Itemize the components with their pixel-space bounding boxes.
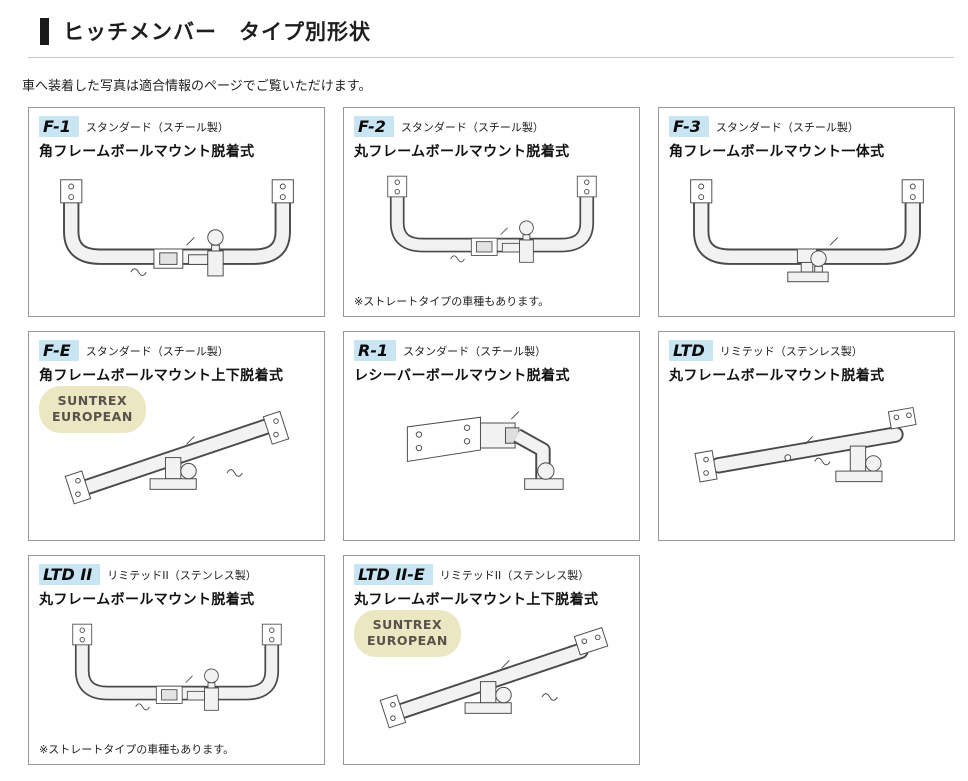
- type-title: 角フレームボールマウント上下脱着式: [39, 368, 284, 385]
- hitch-illustration-fe: [64, 410, 289, 505]
- illustration-area: [354, 385, 629, 535]
- illustration-area: [669, 385, 944, 535]
- hitch-illustration-ltd2: [71, 623, 282, 711]
- illustration-area: [354, 161, 629, 293]
- card-head: LTD II リミテッドII（ステンレス製）: [39, 564, 314, 586]
- type-category: スタンダード（スチール製）: [403, 344, 547, 358]
- type-code-badge: F-1: [39, 116, 79, 138]
- card-head: F-3 スタンダード（スチール製）: [669, 116, 944, 138]
- suntrex-european-badge: SUNTREX EUROPEAN: [39, 386, 146, 433]
- type-code-badge: F-3: [669, 116, 709, 138]
- type-category: リミテッドII（ステンレス製）: [107, 568, 257, 582]
- page-title: ヒッチメンバー タイプ別形状: [63, 20, 371, 44]
- type-category: スタンダード（スチール製）: [85, 344, 229, 358]
- type-title: 丸フレームボールマウント脱着式: [354, 144, 570, 161]
- hitch-illustration-ltd2e: [379, 626, 608, 729]
- type-code-badge: F-E: [39, 340, 79, 362]
- suntrex-line2: EUROPEAN: [367, 633, 448, 649]
- type-code-badge: LTD II: [39, 564, 101, 586]
- type-title: 角フレームボールマウント一体式: [669, 144, 885, 161]
- card-head: LTD II-E リミテッドII（ステンレス製）: [354, 564, 629, 586]
- card-head: F-2 スタンダード（スチール製）: [354, 116, 629, 138]
- type-card-f2: F-2 スタンダード（スチール製） 丸フレームボールマウント脱着式: [343, 107, 640, 317]
- type-code-badge: LTD II-E: [354, 564, 433, 586]
- suntrex-line2: EUROPEAN: [52, 409, 133, 425]
- type-card-fe: F-E スタンダード（スチール製） 角フレームボールマウント上下脱着式 SUNT…: [28, 331, 325, 541]
- illustration-area: [354, 609, 629, 759]
- heading-accent-bar: [40, 17, 49, 45]
- page-header: ヒッチメンバー タイプ別形状: [28, 16, 954, 58]
- type-category: スタンダード（スチール製）: [715, 120, 859, 134]
- type-card-r1: R-1 スタンダード（スチール製） レシーバーボールマウント脱着式: [343, 331, 640, 541]
- illustration-area: [39, 385, 314, 535]
- illustration-area: [39, 161, 314, 311]
- suntrex-line1: SUNTREX: [57, 393, 128, 408]
- type-category: リミテッド（ステンレス製）: [719, 344, 863, 358]
- card-head: R-1 スタンダード（スチール製）: [354, 340, 629, 362]
- card-head: F-1 スタンダード（スチール製）: [39, 116, 314, 138]
- suntrex-line1: SUNTREX: [372, 617, 443, 632]
- type-code-badge: LTD: [669, 340, 713, 362]
- suntrex-european-badge: SUNTREX EUROPEAN: [354, 610, 461, 657]
- type-category: リミテッドII（ステンレス製）: [439, 568, 590, 582]
- illustration-area: [39, 609, 314, 741]
- type-title: レシーバーボールマウント脱着式: [354, 368, 570, 385]
- hitch-illustration-r1: [406, 410, 564, 490]
- card-head: LTD リミテッド（ステンレス製）: [669, 340, 944, 362]
- hitch-illustration-f3: [689, 178, 924, 282]
- type-title: 丸フレームボールマウント脱着式: [669, 368, 885, 385]
- type-card-ltd2e: LTD II-E リミテッドII（ステンレス製） 丸フレームボールマウント上下脱…: [343, 555, 640, 765]
- type-title: 角フレームボールマウント脱着式: [39, 144, 255, 161]
- illustration-area: [669, 161, 944, 311]
- type-code-badge: R-1: [354, 340, 397, 362]
- card-head: F-E スタンダード（スチール製）: [39, 340, 314, 362]
- type-card-f3: F-3 スタンダード（スチール製） 角フレームボールマウント一体式: [658, 107, 955, 317]
- type-card-ltd: LTD リミテッド（ステンレス製） 丸フレームボールマウント脱着式: [658, 331, 955, 541]
- type-category: スタンダード（スチール製）: [85, 120, 229, 134]
- type-category: スタンダード（スチール製）: [400, 120, 544, 134]
- hitch-illustration-f1: [59, 178, 294, 276]
- type-title: 丸フレームボールマウント上下脱着式: [354, 592, 599, 609]
- type-title: 丸フレームボールマウント脱着式: [39, 592, 255, 609]
- type-card-grid: F-1 スタンダード（スチール製） 角フレームボールマウント脱着式: [28, 107, 955, 765]
- type-code-badge: F-2: [354, 116, 394, 138]
- type-note: ※ストレートタイプの車種もあります。: [39, 743, 235, 756]
- type-card-f1: F-1 スタンダード（スチール製） 角フレームボールマウント脱着式: [28, 107, 325, 317]
- type-note: ※ストレートタイプの車種もあります。: [354, 295, 550, 308]
- hitch-illustration-f2: [386, 175, 597, 263]
- type-card-ltd2: LTD II リミテッドII（ステンレス製） 丸フレームボールマウント脱着式: [28, 555, 325, 765]
- hitch-illustration-ltd: [693, 406, 917, 483]
- page-subtitle: 車へ装着した写真は適合情報のページでご覧いただけます。: [22, 79, 372, 94]
